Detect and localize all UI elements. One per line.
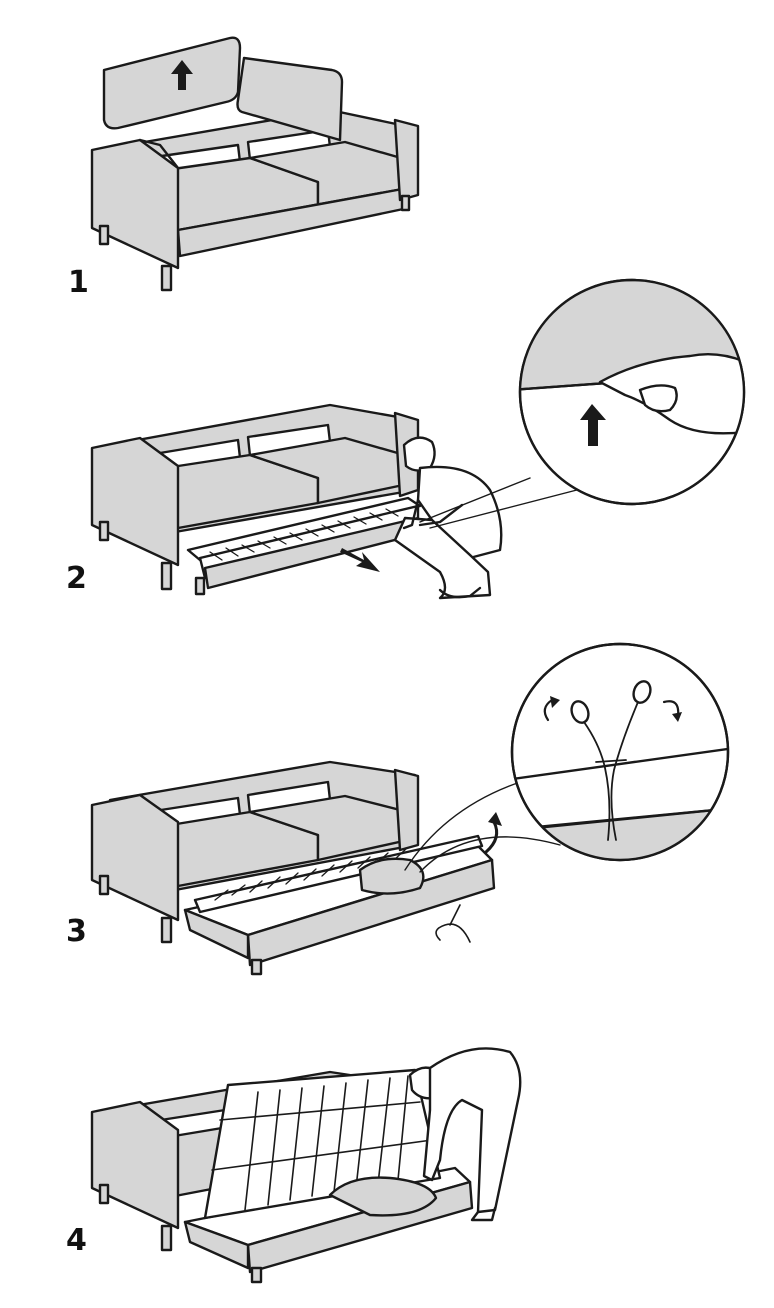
- person-crouching: [393, 436, 503, 600]
- slatted-drawer: [186, 496, 422, 562]
- sofa-arm-left: [90, 138, 180, 270]
- step-number-4: 4: [66, 1223, 87, 1258]
- step-3-sofa: [90, 760, 561, 976]
- step-2-sofa: [90, 403, 601, 600]
- detail-circle-3: [510, 642, 730, 862]
- step-number-2: 2: [66, 561, 87, 596]
- rotate-arrow-icon: [543, 698, 554, 722]
- detail-circle-2: [518, 278, 746, 506]
- back-cushion-lifted: [102, 36, 242, 130]
- step-1-sofa: [90, 36, 420, 292]
- person-bending: [408, 1047, 522, 1222]
- sofa-arm-right: [393, 118, 420, 202]
- step-4-sofa: [90, 1047, 522, 1284]
- up-arrow-icon: [171, 60, 193, 90]
- up-arrow-icon: [580, 404, 606, 446]
- step-number-3: 3: [66, 914, 87, 949]
- pull-arrow-icon: [340, 548, 380, 572]
- back-cushion: [236, 56, 344, 142]
- step-number-1: 1: [68, 265, 89, 300]
